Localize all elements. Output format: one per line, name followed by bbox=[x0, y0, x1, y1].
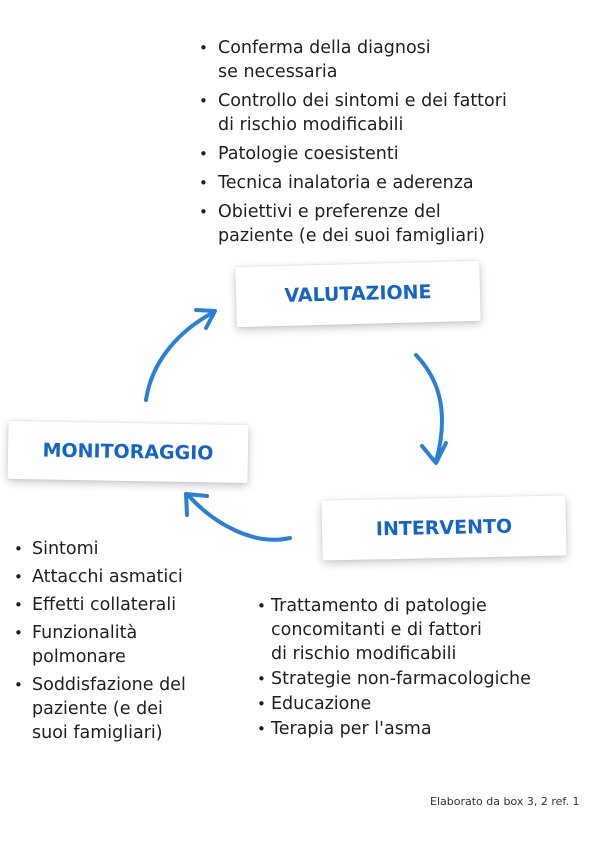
bullet-icon: • bbox=[14, 540, 23, 558]
bullet-icon: • bbox=[14, 676, 23, 694]
list-item-text: Educazione bbox=[271, 694, 372, 714]
list-item: • Patologie coesistenti bbox=[199, 142, 588, 166]
valutazione-box: VALUTAZIONE bbox=[235, 260, 481, 328]
intervento-list: • Trattamento di patologie concomitanti e… bbox=[257, 594, 596, 742]
list-item-text: Strategie non-farmacologiche bbox=[271, 669, 531, 689]
arrow-valutazione-to-intervento bbox=[414, 353, 444, 464]
bullet-icon: • bbox=[257, 670, 266, 688]
list-item: • Obiettivi e preferenze del paziente (e … bbox=[199, 200, 588, 248]
list-item: • Tecnica inalatoria e aderenza bbox=[199, 171, 588, 195]
list-item: • Trattamento di patologie concomitanti e… bbox=[257, 594, 596, 666]
list-item: • Sintomi bbox=[14, 537, 232, 561]
bullet-icon: • bbox=[257, 597, 266, 615]
bullet-icon: • bbox=[14, 596, 23, 614]
bullet-icon: • bbox=[257, 720, 266, 738]
list-item-text: Funzionalità polmonare bbox=[32, 623, 138, 667]
list-item-text: Patologie coesistenti bbox=[218, 144, 399, 164]
list-item: • Soddisfazione del paziente (e dei suoi … bbox=[14, 673, 232, 745]
list-item: • Conferma della diagnosi se necessaria bbox=[199, 36, 588, 84]
bullet-icon: • bbox=[199, 174, 208, 192]
intervento-label: INTERVENTO bbox=[375, 515, 513, 541]
footnote: Elaborato da box 3, 2 ref. 1 bbox=[430, 795, 580, 808]
list-item: • Terapia per l'asma bbox=[257, 717, 596, 741]
monitoraggio-box: MONITORAGGIO bbox=[7, 420, 249, 484]
list-item: • Educazione bbox=[257, 692, 596, 716]
valutazione-label: VALUTAZIONE bbox=[284, 281, 432, 307]
list-item: • Attacchi asmatici bbox=[14, 565, 232, 589]
bullet-icon: • bbox=[257, 695, 266, 713]
bullet-icon: • bbox=[14, 568, 23, 586]
list-item-text: Conferma della diagnosi se necessaria bbox=[218, 38, 431, 82]
bullet-icon: • bbox=[14, 624, 23, 642]
list-item-text: Tecnica inalatoria e aderenza bbox=[218, 173, 474, 193]
arrow-intervento-to-monitoraggio bbox=[186, 493, 292, 542]
bullet-icon: • bbox=[199, 203, 208, 221]
list-item-text: Controllo dei sintomi e dei fattori di r… bbox=[218, 91, 507, 135]
list-item-text: Attacchi asmatici bbox=[32, 567, 183, 587]
list-item-text: Trattamento di patologie concomitanti e … bbox=[271, 596, 487, 664]
list-item-text: Sintomi bbox=[32, 539, 99, 559]
list-item: • Strategie non-farmacologiche bbox=[257, 667, 596, 691]
list-item-text: Obiettivi e preferenze del paziente (e d… bbox=[218, 202, 485, 246]
list-item-text: Effetti collaterali bbox=[32, 595, 177, 615]
list-item: • Controllo dei sintomi e dei fattori di … bbox=[199, 89, 588, 137]
list-item: • Effetti collaterali bbox=[14, 593, 232, 617]
bullet-icon: • bbox=[199, 39, 208, 57]
bullet-icon: • bbox=[199, 92, 208, 110]
valutazione-list: • Conferma della diagnosi se necessaria • C… bbox=[199, 36, 588, 253]
arrow-monitoraggio-to-valutazione bbox=[144, 310, 216, 402]
arrow-head-monitoraggio bbox=[184, 492, 209, 517]
arrow-head-valutazione bbox=[194, 308, 217, 330]
monitoraggio-label: MONITORAGGIO bbox=[42, 439, 214, 465]
list-item: • Funzionalità polmonare bbox=[14, 621, 232, 669]
monitoraggio-list: • Sintomi • Attacchi asmatici • Effetti colla… bbox=[14, 537, 232, 749]
arrow-head-intervento bbox=[420, 441, 448, 465]
list-item-text: Soddisfazione del paziente (e dei suoi f… bbox=[32, 675, 186, 743]
intervento-box: INTERVENTO bbox=[321, 495, 567, 561]
bullet-icon: • bbox=[199, 145, 208, 163]
list-item-text: Terapia per l'asma bbox=[271, 719, 432, 739]
